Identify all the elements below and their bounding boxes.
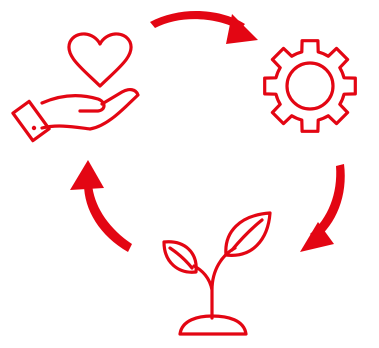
cuff-button-icon — [31, 125, 37, 131]
stem-icon — [192, 246, 237, 320]
soil-mound-icon — [178, 314, 248, 336]
heart-icon — [67, 32, 133, 88]
leaf-right-icon — [224, 211, 272, 257]
arrow-icon — [70, 160, 132, 252]
hand-icon — [40, 88, 140, 131]
leaf-right-vein — [230, 218, 264, 252]
gear-hole — [285, 61, 335, 111]
heart-in-hand-icon — [11, 32, 140, 143]
gear-icon — [263, 39, 357, 133]
cuff-icon — [11, 99, 51, 143]
arrow-icon — [150, 10, 258, 44]
sprout-icon — [162, 211, 272, 336]
gear-outline — [263, 39, 357, 133]
arrow-icon — [300, 164, 345, 252]
leaf-left-icon — [162, 240, 198, 274]
leaf-left-vein — [168, 246, 194, 270]
